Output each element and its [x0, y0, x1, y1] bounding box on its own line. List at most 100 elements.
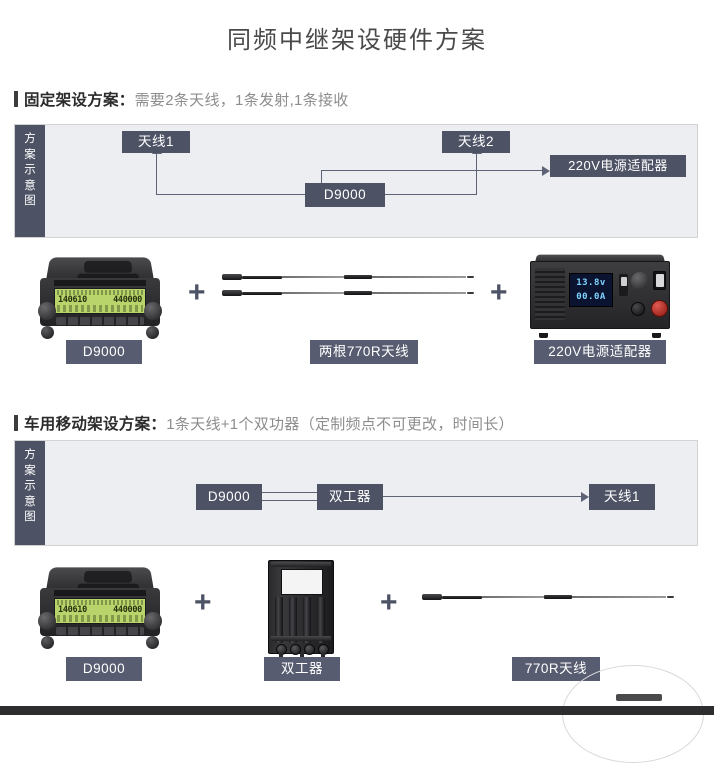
section-header-mobile: 车用移动架设方案： 1条天线+1个双功器（定制频点不可更改，时间长）: [14, 412, 514, 434]
radio-brand-strip: [54, 280, 146, 286]
page-root: 同频中继架设硬件方案 固定架设方案： 需要2条天线，1条发射,1条接收 方 案 …: [0, 27, 714, 763]
caption-radio-d9000: D9000: [66, 657, 142, 681]
product-image-power-supply: 13.8v 00.0A: [530, 254, 670, 338]
radio-knob-left-lower: [41, 636, 54, 649]
connector-radio-to-antenna1-vertical: [156, 153, 158, 195]
side-label-char: 示: [24, 480, 36, 493]
antenna-tip: [467, 292, 474, 294]
radio-lcd-bottom-indicators: [57, 615, 143, 622]
antenna-thick-section: [242, 291, 282, 295]
psu-foot-right: [652, 333, 661, 338]
antenna-tip: [467, 276, 474, 278]
duplexer-rail-bottom: [271, 636, 331, 641]
product-image-duplexer: [268, 560, 334, 661]
section-header-mobile-strong: 车用移动架设方案：: [24, 416, 167, 433]
connector-radio-to-duplexer-upper: [260, 492, 317, 494]
duplexer-connector[interactable]: [290, 644, 301, 655]
side-label-char: 案: [24, 464, 36, 477]
radio-knob-right: [144, 612, 162, 630]
duplexer-chassis: [268, 560, 334, 661]
radio-frequency-right: 440000: [113, 295, 142, 305]
antenna-thin-section-a: [482, 596, 544, 598]
psu-mode-switch[interactable]: [619, 274, 628, 296]
radio-knob-right: [144, 302, 162, 320]
diagram-side-label-mobile: 方 案 示 意 图: [15, 441, 45, 545]
product-image-antenna: [422, 594, 674, 601]
psu-lcd-display: 13.8v 00.0A: [569, 273, 613, 307]
diagram-side-label-fixed: 方 案 示 意 图: [15, 125, 45, 237]
duplexer-cavity: [317, 597, 325, 643]
side-label-char: 方: [24, 133, 36, 145]
antenna-thin-section-b: [372, 292, 466, 294]
connector-radio-to-antenna2-vertical: [476, 153, 478, 195]
connector-radio-to-adapter-vertical: [321, 170, 323, 195]
psu-voltage-readout: 13.8v: [576, 278, 606, 288]
product-image-antenna-lower: [222, 290, 474, 297]
antenna-thick-section: [442, 595, 482, 599]
section-accent-bar: [14, 415, 18, 431]
section-header-fixed-rest: 需要2条天线，1条发射,1条接收: [134, 92, 349, 109]
node-antenna-1[interactable]: 天线1: [122, 131, 190, 153]
antenna-tip: [667, 596, 674, 598]
section-accent-bar: [14, 91, 18, 107]
psu-binding-post-red[interactable]: [651, 300, 668, 317]
bottom-edge-bar: [0, 706, 714, 715]
radio-frequency-left: 140610: [58, 605, 87, 615]
product-image-antenna-upper: [222, 274, 474, 281]
antenna-thick-section: [242, 275, 282, 279]
radio-vent: [83, 570, 133, 583]
psu-foot-left: [539, 333, 548, 338]
connector-radio-to-adapter-horizontal: [321, 170, 543, 172]
node-antenna-1[interactable]: 天线1: [589, 484, 655, 510]
psu-binding-post-black[interactable]: [631, 302, 645, 316]
node-antenna-2[interactable]: 天线2: [442, 131, 510, 153]
side-label-char: 图: [24, 511, 36, 524]
side-label-char: 案: [24, 148, 36, 161]
radio-lcd-screen: 140610 440000: [54, 288, 146, 314]
duplexer-cavity: [275, 597, 283, 643]
antenna-connector-base: [422, 594, 442, 600]
node-power-adapter[interactable]: 220V电源适配器: [550, 155, 686, 177]
psu-power-switch[interactable]: [653, 271, 666, 290]
psu-vent-grill: [535, 268, 565, 320]
caption-radio-d9000: D9000: [66, 340, 142, 364]
radio-front-face: 140610 440000: [38, 588, 162, 649]
node-radio-d9000[interactable]: D9000: [305, 183, 385, 207]
side-label-char: 方: [24, 449, 36, 461]
duplexer-cavity: [289, 597, 297, 643]
side-label-char: 意: [24, 179, 36, 192]
antenna-connector-base: [222, 290, 242, 296]
connector-duplexer-to-antenna1: [382, 496, 582, 498]
node-duplexer[interactable]: 双工器: [317, 484, 383, 510]
radio-brand-strip: [54, 590, 146, 596]
plus-separator-1: +: [188, 276, 206, 309]
diagram-panel-mobile: 方 案 示 意 图 D9000 双工器 天线1: [14, 440, 698, 546]
node-radio-d9000[interactable]: D9000: [196, 484, 262, 510]
radio-vent: [83, 260, 133, 273]
psu-current-readout: 00.0A: [576, 292, 606, 302]
section-header-fixed-strong: 固定架设方案：: [24, 92, 135, 109]
decorative-pill: [616, 694, 662, 701]
antenna-mid-joint: [544, 595, 572, 599]
antenna-thin-section-a: [282, 276, 344, 278]
radio-frequency-right: 440000: [113, 605, 142, 615]
section-header-mobile-rest: 1条天线+1个双功器（定制频点不可更改，时间长）: [166, 416, 514, 433]
radio-knob-left-lower: [41, 326, 54, 339]
radio-frequency-left: 140610: [58, 295, 87, 305]
radio-button-row: [56, 317, 144, 325]
product-image-radio-d9000: 140610 440000: [38, 566, 162, 649]
connector-radio-to-duplexer-lower: [260, 500, 317, 502]
connector-radio-to-antenna1-horizontal: [156, 194, 321, 196]
duplexer-cavity: [303, 597, 311, 643]
antenna-thin-section-a: [282, 292, 344, 294]
radio-front-face: 140610 440000: [38, 278, 162, 339]
radio-lcd-top-indicators: [57, 600, 143, 605]
psu-adjust-dial[interactable]: [631, 272, 649, 290]
radio-lcd-top-indicators: [57, 290, 143, 295]
duplexer-connector[interactable]: [304, 644, 315, 655]
product-image-radio-d9000: 140610 440000: [38, 256, 162, 339]
plus-separator-2: +: [380, 586, 398, 619]
caption-power-supply: 220V电源适配器: [534, 340, 666, 364]
antenna-thin-section-b: [372, 276, 466, 278]
radio-knob-right-lower: [146, 636, 159, 649]
